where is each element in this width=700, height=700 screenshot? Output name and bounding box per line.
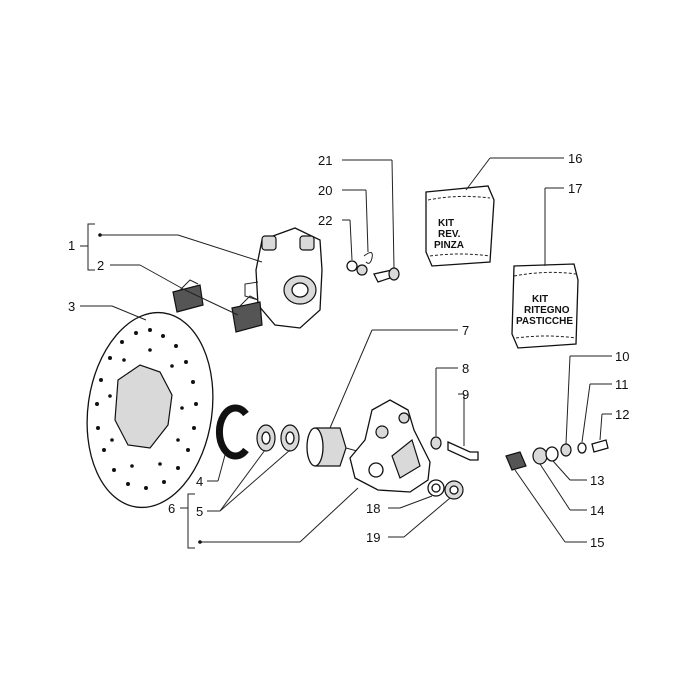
oil-seal bbox=[215, 404, 249, 460]
callout-2: 2 bbox=[97, 258, 104, 273]
kit-pinza-line3: PINZA bbox=[434, 240, 464, 251]
callout-16: 16 bbox=[568, 151, 582, 166]
kit-pasticche-line1: KIT bbox=[532, 294, 548, 305]
seals-18-19 bbox=[427, 479, 464, 500]
callout-22: 22 bbox=[318, 213, 332, 228]
callout-17: 17 bbox=[568, 181, 582, 196]
callout-3: 3 bbox=[68, 299, 75, 314]
callout-15: 15 bbox=[590, 535, 604, 550]
caliper-pin-parts bbox=[346, 252, 400, 283]
kit-pasticche-line3: PASTICCHE bbox=[516, 316, 573, 327]
callout-20: 20 bbox=[318, 183, 332, 198]
needle-bearings bbox=[256, 424, 300, 452]
callout-7: 7 bbox=[462, 323, 469, 338]
kit-pasticche-line2: RITEGNO bbox=[524, 305, 570, 316]
callout-21: 21 bbox=[318, 153, 332, 168]
callout-19: 19 bbox=[366, 530, 380, 545]
callout-10: 10 bbox=[615, 349, 629, 364]
washer-and-screw bbox=[430, 436, 479, 461]
callout-11: 11 bbox=[615, 377, 629, 392]
brake-disc bbox=[86, 311, 214, 509]
callout-6: 6 bbox=[168, 501, 175, 516]
callout-14: 14 bbox=[590, 503, 604, 518]
kit-bag-pasticche bbox=[511, 263, 579, 349]
hub-sleeve bbox=[306, 427, 373, 467]
callout-1: 1 bbox=[68, 238, 75, 253]
callout-8: 8 bbox=[462, 361, 469, 376]
callout-13: 13 bbox=[590, 473, 604, 488]
callout-18: 18 bbox=[366, 501, 380, 516]
kit-bag-pinza bbox=[425, 185, 495, 267]
caliper-support bbox=[349, 399, 431, 493]
callout-9: 9 bbox=[462, 387, 469, 402]
callout-12: 12 bbox=[615, 407, 629, 422]
bleeder-parts bbox=[505, 439, 609, 471]
brake-pads bbox=[172, 279, 263, 333]
callout-4: 4 bbox=[196, 474, 203, 489]
leader-lines bbox=[80, 157, 612, 549]
brake-caliper bbox=[244, 227, 323, 329]
kit-pinza-line1: KIT bbox=[438, 218, 454, 229]
callout-labels: 1 2 3 4 5 6 7 8 9 10 11 12 13 14 15 16 1… bbox=[68, 151, 629, 550]
callout-5: 5 bbox=[196, 504, 203, 519]
kit-pinza-line2: REV. bbox=[438, 229, 461, 240]
